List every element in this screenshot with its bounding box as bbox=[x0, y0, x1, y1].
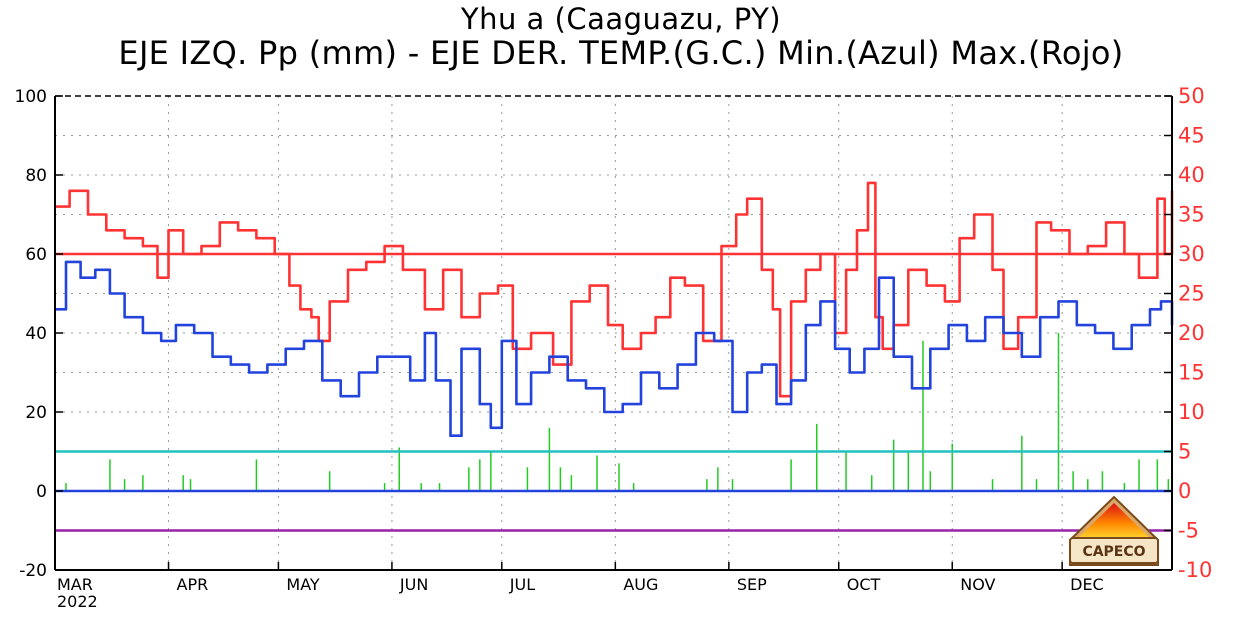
x-tick-label: MAR bbox=[57, 575, 93, 594]
y-right-tick-label: 20 bbox=[1178, 321, 1205, 345]
y-right-tick-label: 25 bbox=[1178, 282, 1205, 306]
chart-title: Yhu a (Caaguazu, PY) bbox=[460, 2, 782, 36]
y-left-tick-label: 20 bbox=[25, 403, 47, 423]
max-temp-line bbox=[55, 181, 1174, 398]
y-left-tick-label: -20 bbox=[19, 561, 47, 581]
precipitation-bars bbox=[65, 333, 1170, 491]
y-right-tick-label: 50 bbox=[1178, 84, 1205, 108]
y-right-tick-label: 35 bbox=[1178, 203, 1205, 227]
y-right-tick-label: 10 bbox=[1178, 400, 1205, 424]
y-right-tick-label: 15 bbox=[1178, 361, 1205, 385]
chart-subtitle: EJE IZQ. Pp (mm) - EJE DER. TEMP.(G.C.) … bbox=[118, 34, 1124, 72]
x-tick-label: DEC bbox=[1070, 575, 1104, 594]
x-tick-label: NOV bbox=[960, 575, 995, 594]
axes: 100806040200-2050454035302520151050-5-10… bbox=[15, 84, 1213, 611]
x-tick-label: APR bbox=[177, 575, 209, 594]
x-tick-label: OCT bbox=[847, 575, 881, 594]
y-right-tick-label: 30 bbox=[1178, 242, 1205, 266]
y-left-tick-label: 60 bbox=[25, 245, 47, 265]
reference-lines bbox=[55, 252, 1172, 532]
y-right-tick-label: 45 bbox=[1178, 124, 1205, 148]
logo-text: CAPECO bbox=[1082, 544, 1145, 560]
y-right-tick-label: -5 bbox=[1178, 519, 1199, 543]
x-tick-label: JUN bbox=[399, 575, 428, 594]
x-tick-label: JUL bbox=[509, 575, 535, 594]
temperature-lines bbox=[55, 181, 1174, 437]
capeco-logo: CAPECO bbox=[1069, 495, 1159, 566]
logo-roof-icon bbox=[1076, 503, 1152, 540]
x-tick-label: AUG bbox=[623, 575, 658, 594]
y-left-tick-label: 100 bbox=[15, 87, 47, 107]
x-tick-label: SEP bbox=[737, 575, 767, 594]
y-left-tick-label: 80 bbox=[25, 166, 47, 186]
y-right-tick-label: 0 bbox=[1178, 479, 1191, 503]
x-year-label: 2022 bbox=[57, 592, 98, 611]
y-right-tick-label: -10 bbox=[1178, 558, 1212, 582]
y-right-tick-label: 40 bbox=[1178, 163, 1205, 187]
y-right-tick-label: 5 bbox=[1178, 440, 1191, 464]
y-left-tick-label: 40 bbox=[25, 324, 47, 344]
min-temp-line bbox=[55, 260, 1174, 437]
y-left-tick-label: 0 bbox=[36, 482, 47, 502]
x-tick-label: MAY bbox=[286, 575, 320, 594]
